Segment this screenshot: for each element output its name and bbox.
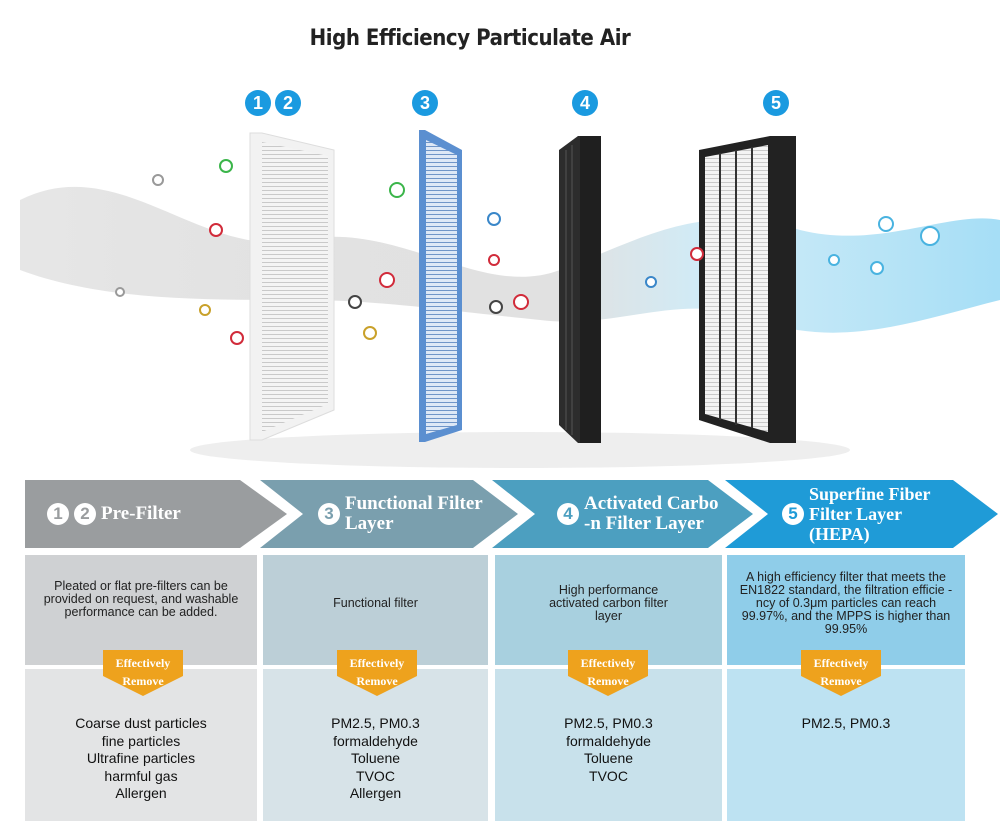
list-item: TVOC <box>589 767 628 784</box>
removes-list-hepa-filter: PM2.5, PM0.3 <box>727 669 965 821</box>
hepa-filter-panel <box>699 136 796 443</box>
header-arrow-1 <box>25 480 287 548</box>
number-icon-5: 5 <box>782 503 804 525</box>
filter-illustration <box>20 130 1000 468</box>
description-hepa-filter: A high efficiency filter that meets the … <box>727 555 965 665</box>
header-title: Activated Carbo-n Filter Layer <box>584 493 719 534</box>
list-item: Toluene <box>350 750 401 766</box>
number-icon-4: 4 <box>557 503 579 525</box>
pre-filter-panel <box>249 132 335 441</box>
description-pre-filter: Pleated or flat pre-filters can be provi… <box>25 555 257 665</box>
number-icon-2: 2 <box>74 503 96 525</box>
list-item: PM2.5, PM0.3 <box>564 715 653 731</box>
carbon-filter-panel <box>559 136 601 443</box>
particles <box>115 159 940 345</box>
list-item: Coarse dust particles <box>75 715 207 731</box>
header-arrow-4 <box>725 480 998 548</box>
list-item: Toluene <box>583 750 634 766</box>
list-item: formaldehyde <box>566 732 651 749</box>
header-title: Pre-Filter <box>101 503 181 524</box>
header-arrow-3 <box>492 480 753 548</box>
step-badge-4: 4 <box>572 90 598 116</box>
list-item: Allergen <box>115 785 167 801</box>
description-functional-filter: Functional filter <box>263 555 488 665</box>
step-badge-1: 1 <box>245 90 271 116</box>
list-item: fine particles <box>101 732 181 749</box>
header-arrows <box>25 480 998 548</box>
description-carbon-filter: High performance activated carbon filter… <box>495 555 722 665</box>
functional-filter-panel <box>419 130 462 442</box>
number-icon-3: 3 <box>318 503 340 525</box>
list-item: PM2.5, PM0.3 <box>331 715 420 731</box>
number-icon-1: 1 <box>47 503 69 525</box>
step-badge-3: 3 <box>412 90 438 116</box>
step-badge-5: 5 <box>763 90 789 116</box>
header-carbon-filter: 4 Activated Carbo-n Filter Layer <box>557 480 737 548</box>
list-item: harmful gas <box>104 767 178 784</box>
list-item: Ultrafine particles <box>86 750 196 766</box>
list-item: PM2.5, PM0.3 <box>801 715 891 731</box>
list-item: TVOC <box>356 767 395 784</box>
step-badge-2: 2 <box>275 90 301 116</box>
page-title: High Efficiency Particulate Air <box>309 26 631 51</box>
header-arrow-2 <box>260 480 518 548</box>
header-pre-filter: 1 2 Pre-Filter <box>47 480 257 548</box>
list-item: formaldehyde <box>333 732 418 749</box>
list-item: Allergen <box>349 785 402 801</box>
removes-list-functional-filter: PM2.5, PM0.3 formaldehyde Toluene TVOC A… <box>263 669 488 821</box>
